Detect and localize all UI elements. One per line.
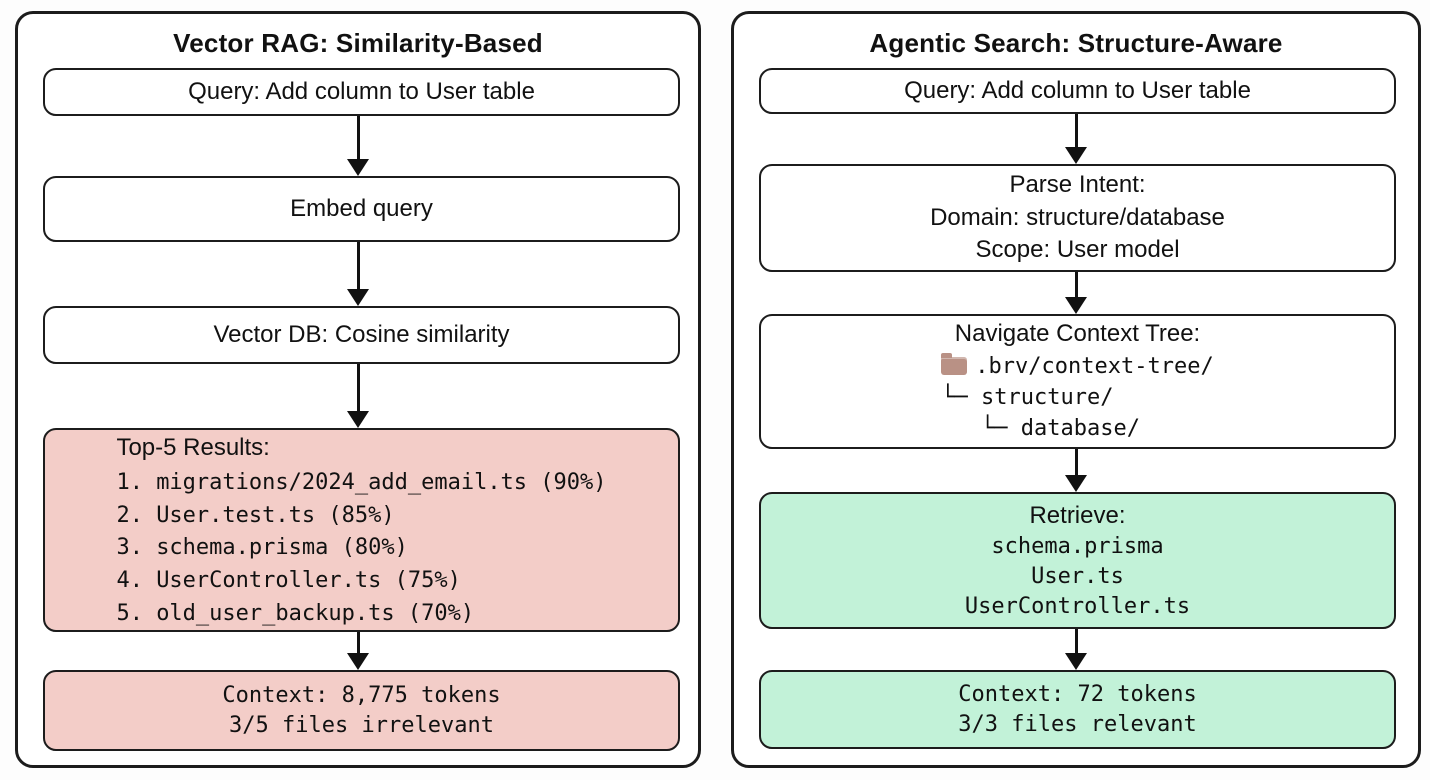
navigate-context-tree-box: Navigate Context Tree: .brv/context-tree… <box>759 314 1396 449</box>
arrow-stem <box>1074 629 1078 653</box>
context-tokens-text: Context: 72 tokens <box>958 681 1197 707</box>
parse-intent-domain: Domain: structure/database <box>930 203 1225 231</box>
context-relevance-text: 3/3 files relevant <box>958 711 1197 737</box>
down-arrow <box>1065 449 1087 492</box>
arrow-stem <box>356 242 360 289</box>
arrow-stem <box>1074 114 1078 147</box>
arrow-head-icon <box>347 653 369 670</box>
result-item: 4. UserController.ts (75%) <box>116 568 461 594</box>
query-box: Query: Add column to User table <box>43 68 680 116</box>
retrieved-file: UserController.ts <box>964 593 1191 619</box>
vector-rag-title: Vector RAG: Similarity-Based <box>173 28 543 58</box>
result-item: 5. old_user_backup.ts (70%) <box>116 600 475 626</box>
query-text: Query: Add column to User table <box>188 77 535 105</box>
embed-query-text: Embed query <box>290 194 433 222</box>
context-tree: .brv/context-tree/ └─ structure/ └─ data… <box>941 351 1214 445</box>
top5-results-box: Top-5 Results: 1. migrations/2024_add_em… <box>43 428 680 632</box>
retrieved-file: schema.prisma <box>991 534 1164 560</box>
arrow-head-icon <box>1065 147 1087 164</box>
context-summary-box: Context: 8,775 tokens 3/5 files irreleva… <box>43 670 680 751</box>
top5-results-heading: Top-5 Results: <box>116 433 270 461</box>
arrow-stem <box>356 364 360 411</box>
arrow-stem <box>356 116 360 159</box>
arrow-head-icon <box>1065 653 1087 670</box>
context-summary-box: Context: 72 tokens 3/3 files relevant <box>759 670 1396 749</box>
parse-intent-scope: Scope: User model <box>975 236 1180 264</box>
arrow-head-icon <box>1065 297 1087 314</box>
top5-results-list: Top-5 Results: 1. migrations/2024_add_em… <box>116 430 606 630</box>
down-arrow <box>1065 272 1087 314</box>
retrieved-file: User.ts <box>1031 563 1124 589</box>
result-item: 1. migrations/2024_add_email.ts (90%) <box>116 470 607 496</box>
query-box: Query: Add column to User table <box>759 68 1396 114</box>
result-item: 2. User.test.ts (85%) <box>116 502 395 528</box>
arrow-head-icon <box>347 289 369 306</box>
down-arrow <box>1065 114 1087 164</box>
vector-db-box: Vector DB: Cosine similarity <box>43 306 680 364</box>
parse-intent-heading: Parse Intent: <box>1009 171 1146 199</box>
arrow-head-icon <box>347 411 369 428</box>
vector-rag-panel: Vector RAG: Similarity-Based Query: Add … <box>15 11 701 768</box>
agentic-search-panel: Agentic Search: Structure-Aware Query: A… <box>731 11 1421 768</box>
embed-query-box: Embed query <box>43 176 680 242</box>
context-tokens-text: Context: 8,775 tokens <box>222 682 501 708</box>
navigate-heading: Navigate Context Tree: <box>954 320 1201 348</box>
tree-branch-structure: └─ structure/ <box>941 385 1114 411</box>
tree-root-path: .brv/context-tree/ <box>975 353 1214 379</box>
down-arrow <box>347 242 369 306</box>
arrow-head-icon <box>347 159 369 176</box>
folder-icon <box>941 352 968 375</box>
tree-branch-database: └─ database/ <box>941 416 1140 442</box>
parse-intent-box: Parse Intent: Domain: structure/database… <box>759 164 1396 272</box>
result-item: 3. schema.prisma (80%) <box>116 535 408 561</box>
arrow-head-icon <box>1065 475 1087 492</box>
down-arrow <box>347 364 369 428</box>
vector-db-text: Vector DB: Cosine similarity <box>213 320 510 348</box>
down-arrow <box>347 632 369 670</box>
tree-root-line: .brv/context-tree/ <box>941 351 1214 382</box>
agentic-search-title: Agentic Search: Structure-Aware <box>869 28 1283 58</box>
context-relevance-text: 3/5 files irrelevant <box>229 712 494 738</box>
arrow-stem <box>1074 449 1078 475</box>
arrow-stem <box>1074 272 1078 297</box>
down-arrow <box>347 116 369 176</box>
arrow-stem <box>356 632 360 653</box>
query-text: Query: Add column to User table <box>904 76 1251 104</box>
retrieve-heading: Retrieve: <box>1029 501 1126 529</box>
down-arrow <box>1065 629 1087 670</box>
retrieve-box: Retrieve: schema.prisma User.ts UserCont… <box>759 492 1396 629</box>
